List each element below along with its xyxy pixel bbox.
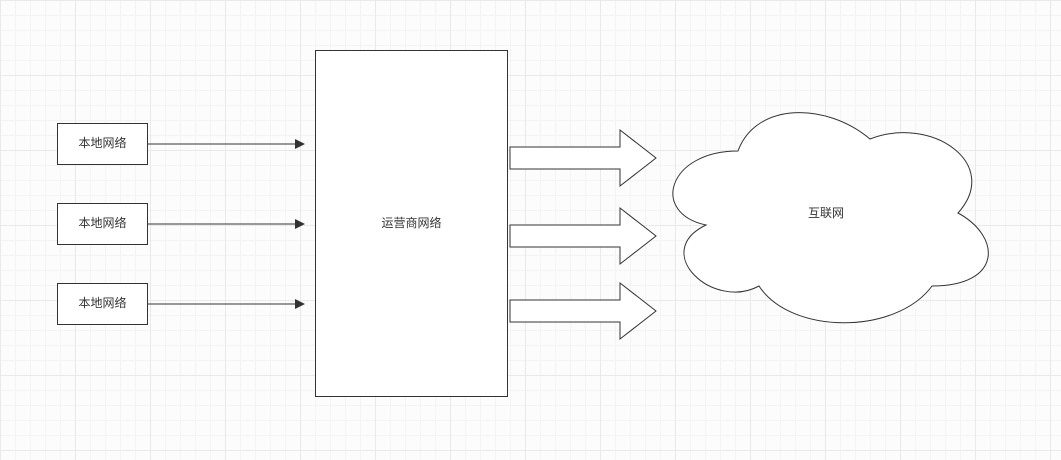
block-arrow-3[interactable] <box>509 281 657 341</box>
block-arrow-1[interactable] <box>509 128 657 188</box>
node-local-network-3-label: 本地网络 <box>78 296 127 311</box>
node-local-network-1-label: 本地网络 <box>78 136 127 151</box>
node-local-network-3[interactable]: 本地网络 <box>57 283 148 325</box>
node-carrier-network[interactable]: 运营商网络 <box>315 50 508 397</box>
node-local-network-1[interactable]: 本地网络 <box>57 123 148 165</box>
node-carrier-network-label: 运营商网络 <box>381 215 442 230</box>
block-arrow-2[interactable] <box>509 206 657 266</box>
node-local-network-2[interactable]: 本地网络 <box>57 203 148 245</box>
internet-cloud-shape[interactable] <box>672 112 989 324</box>
node-local-network-2-label: 本地网络 <box>78 216 127 231</box>
